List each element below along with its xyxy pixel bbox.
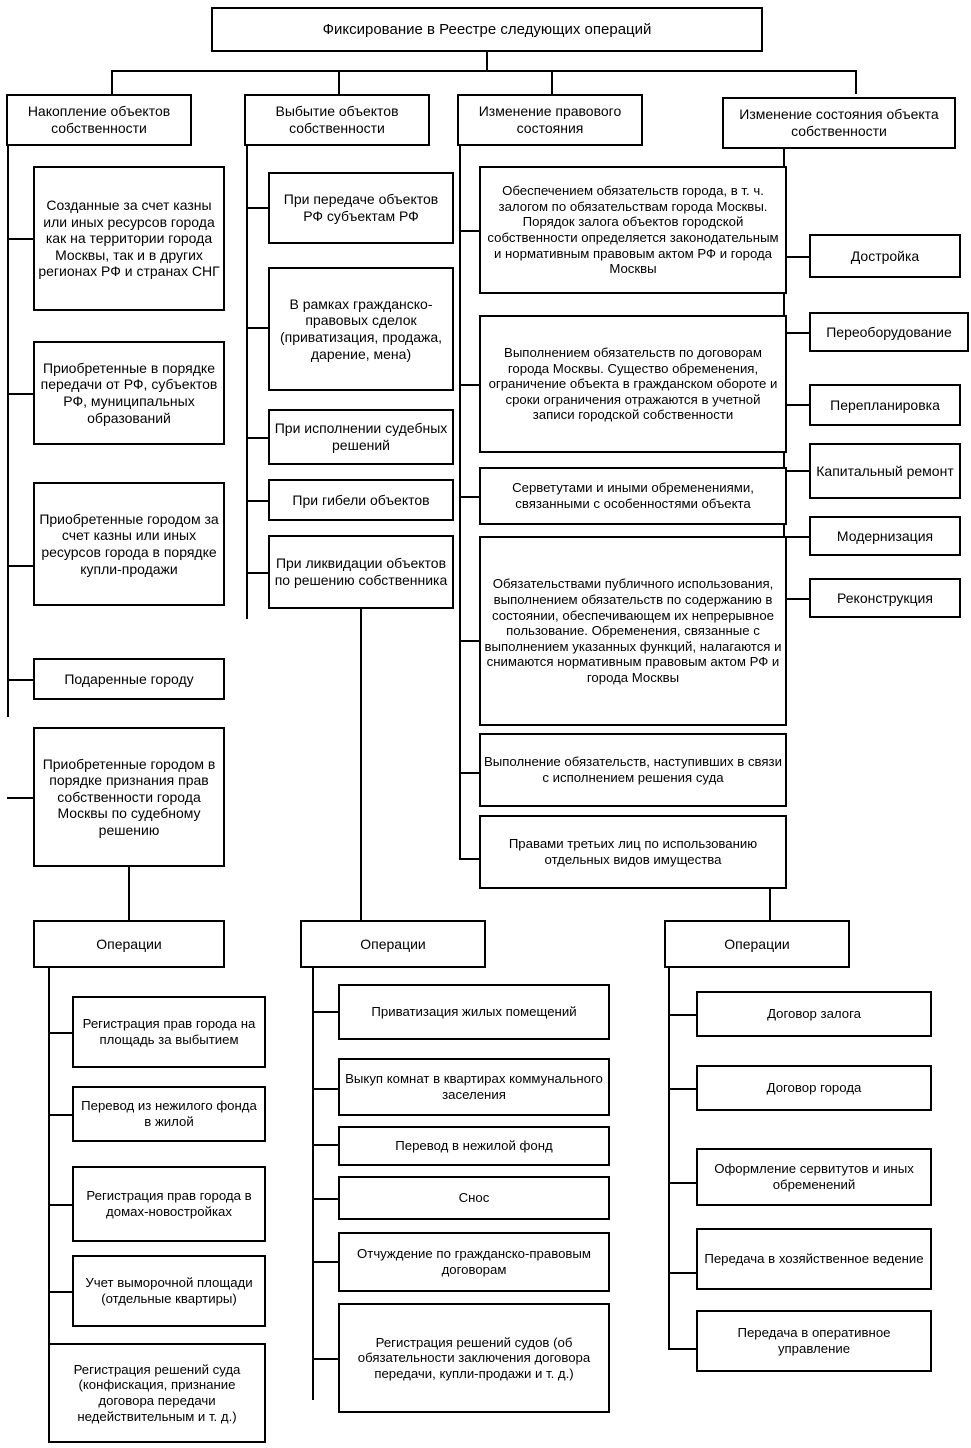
node-dis-1: При передаче объектов РФ субъектам РФ [268, 172, 454, 244]
connector-stub-legop-4 [668, 1272, 698, 1274]
node-legop-2: Договор города [696, 1065, 932, 1111]
connector-stub-st-6 [783, 598, 811, 600]
connector-stub-leg-6 [459, 858, 481, 860]
connector-spine-disposal [246, 146, 248, 619]
branch-header-legal-status-change: Изменение правового состояния [457, 94, 643, 146]
connector-stub-accop-4 [48, 1291, 74, 1293]
node-legop-1: Договор залога [696, 991, 932, 1037]
node-legop-5: Передача в оперативное управление [696, 1310, 932, 1372]
connector-stub-acc-5 [7, 797, 35, 799]
connector-spine-legal [459, 146, 461, 860]
node-acc-2: Приобретенные в порядке передачи от РФ, … [33, 341, 225, 445]
connector-stub-acc-1 [7, 238, 35, 240]
node-acc-3: Приобретенные городом за счет казны или … [33, 482, 225, 606]
connector-stub-leg-5 [459, 772, 481, 774]
connector-stub-dis-2 [246, 327, 270, 329]
connector-stub-accop-2 [48, 1114, 74, 1116]
operations-header-disposal: Операции [300, 920, 486, 968]
node-leg-3: Серветутами и иными обременениями, связа… [479, 467, 787, 525]
root-node: Фиксирование в Реестре следующих операци… [211, 7, 763, 52]
connector-stub-leg-2 [459, 384, 481, 386]
connector-spine-leg-operations [668, 968, 670, 1350]
node-legop-3: Оформление сервитутов и иных обременений [696, 1148, 932, 1206]
node-disop-4: Снос [338, 1176, 610, 1220]
node-st-6: Реконструкция [809, 578, 961, 618]
node-leg-5: Выполнение обязательств, наступивших в с… [479, 733, 787, 807]
node-disop-3: Перевод в нежилой фонд [338, 1126, 610, 1166]
connector-stub-legop-3 [668, 1182, 698, 1184]
connector-stub-disop-4 [312, 1198, 340, 1200]
connector-stub-disop-5 [312, 1261, 340, 1263]
connector-branch-drop-3 [551, 70, 553, 94]
node-disop-5: Отчуждение по гражданско-правовым догово… [338, 1232, 610, 1292]
node-accop-5: Регистрация решений суда (конфискация, п… [48, 1343, 266, 1443]
connector-spine-dis-operations [312, 968, 314, 1400]
connector-stub-acc-2 [7, 393, 35, 395]
connector-stub-legop-5 [668, 1348, 698, 1350]
connector-branch-drop-1 [111, 70, 113, 94]
connector-stub-legop-1 [668, 1014, 698, 1016]
connector-stub-st-2 [783, 332, 811, 334]
node-leg-6: Правами третьих лиц по использованию отд… [479, 815, 787, 889]
node-accop-4: Учет выморочной площади (отдельные кварт… [72, 1255, 266, 1327]
connector-spine-accumulation [7, 146, 9, 717]
node-acc-1: Созданные за счет казны или иных ресурсо… [33, 166, 225, 311]
node-acc-5: Приобретенные городом в порядке признани… [33, 727, 225, 867]
node-accop-1: Регистрация прав города на площадь за вы… [72, 996, 266, 1068]
connector-leg-to-operations [769, 889, 771, 920]
node-dis-2: В рамках гражданско-правовых сделок (при… [268, 267, 454, 391]
node-dis-4: При гибели объектов [268, 479, 454, 521]
connector-stub-leg-1 [459, 230, 481, 232]
connector-stub-st-1 [783, 256, 811, 258]
connector-stub-dis-1 [246, 207, 270, 209]
connector-stub-acc-3 [7, 565, 35, 567]
connector-stub-dis-3 [246, 437, 270, 439]
connector-stub-disop-3 [312, 1144, 340, 1146]
branch-header-accumulation: Накопление объектов собственности [6, 94, 192, 146]
connector-stub-acc-4 [7, 679, 35, 681]
connector-stub-disop-6 [312, 1358, 340, 1360]
connector-root-bus [111, 70, 857, 72]
node-accop-2: Перевод из нежилого фонда в жилой [72, 1086, 266, 1142]
connector-stub-dis-5 [246, 572, 270, 574]
node-accop-3: Регистрация прав города в домах-новостро… [72, 1166, 266, 1242]
connector-stub-st-5 [783, 536, 811, 538]
node-leg-4: Обязательствами публичного использования… [479, 536, 787, 726]
connector-spine-acc-operations [48, 968, 50, 1396]
node-st-3: Перепланировка [809, 384, 961, 426]
connector-stub-accop-1 [48, 1032, 74, 1034]
connector-dis-to-operations [360, 609, 362, 920]
node-disop-2: Выкуп комнат в квартирах коммунального з… [338, 1058, 610, 1116]
connector-branch-drop-2 [338, 70, 340, 94]
node-st-4: Капитальный ремонт [809, 443, 961, 499]
connector-root-stem [486, 52, 488, 70]
connector-stub-accop-3 [48, 1204, 74, 1206]
node-st-1: Достройка [809, 234, 961, 278]
connector-stub-st-3 [783, 404, 811, 406]
connector-stub-disop-2 [312, 1088, 340, 1090]
node-disop-6: Регистрация решений судов (об обязательн… [338, 1303, 610, 1413]
connector-branch-drop-4 [855, 70, 857, 94]
node-leg-2: Выполнением обязательств по договорам го… [479, 315, 787, 453]
operations-header-legal: Операции [664, 920, 850, 968]
connector-acc-to-operations [128, 867, 130, 920]
node-legop-4: Передача в хозяйственное ведение [696, 1228, 932, 1290]
connector-stub-leg-4 [459, 640, 481, 642]
node-dis-5: При ликвидации объектов по решению собст… [268, 535, 454, 609]
node-st-5: Модернизация [809, 516, 961, 556]
node-acc-4: Подаренные городу [33, 658, 225, 700]
connector-stub-leg-3 [459, 496, 481, 498]
node-dis-3: При исполнении судебных решений [268, 409, 454, 465]
connector-stub-st-4 [783, 470, 811, 472]
connector-stub-disop-1 [312, 1011, 340, 1013]
node-disop-1: Приватизация жилых помещений [338, 984, 610, 1040]
node-st-2: Переоборудование [809, 312, 969, 352]
branch-header-disposal: Выбытие объектов собственности [244, 94, 430, 146]
operations-header-accumulation: Операции [33, 920, 225, 968]
connector-stub-legop-2 [668, 1088, 698, 1090]
node-leg-1: Обеспечением обязательств города, в т. ч… [479, 166, 787, 294]
branch-header-object-state-change: Изменение состояния объекта собственност… [722, 97, 956, 149]
connector-stub-dis-4 [246, 500, 270, 502]
